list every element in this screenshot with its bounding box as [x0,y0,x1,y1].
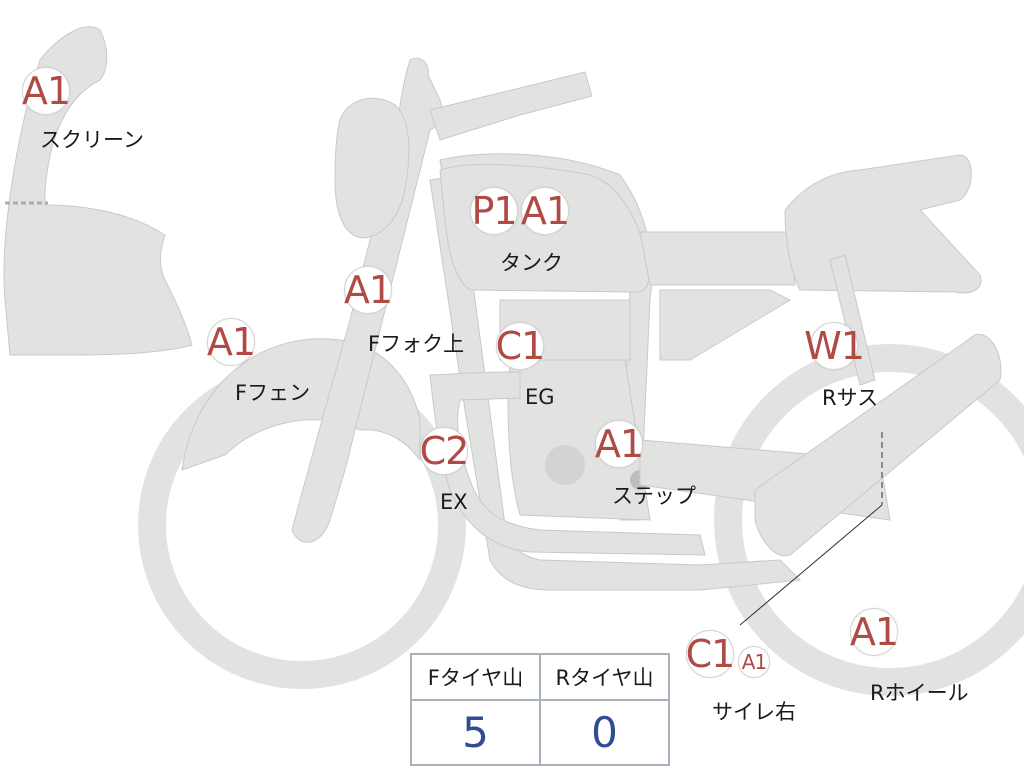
label-rwheel: Rホイール [870,681,969,705]
tail-cowl [784,154,982,294]
tire-tread-value-row: 5 0 [410,699,670,766]
rear-tire-tread-header: Rタイヤ山 [539,653,670,701]
label-rsus: Rサス [822,386,879,410]
tire-tread-header-row: Fタイヤ山 Rタイヤ山 [410,653,670,701]
code-badge-ffork-upper: A1 [343,266,393,314]
code-badge-engine: C1 [495,322,545,370]
label-exhaust: EX [440,490,468,514]
label-tank: タンク [500,251,563,275]
code-badge-rsus: W1 [804,322,865,370]
code-badge-step: A1 [594,420,644,468]
label-ffork-upper: Fフォク上 [368,332,465,356]
handlebar [429,71,593,141]
silencer [754,333,1002,557]
label-engine: EG [525,385,555,409]
label-silencer-right: サイレ右 [712,700,796,724]
rear-wheel [714,344,1024,696]
front-tire-tread-value: 5 [410,699,541,766]
code-badge-tank-paint: P1 [470,187,518,235]
label-screen: スクリーン [40,128,144,152]
code-badge-silencer-right: C1 [685,630,735,678]
code-badge-screen: A1 [21,67,71,115]
seat [639,231,796,286]
code-badge-silencer-right-small: A1 [738,646,770,678]
headlight [334,97,410,239]
code-badge-tank-scratch: A1 [520,187,570,235]
tire-tread-table: Fタイヤ山 Rタイヤ山 5 0 [410,653,670,766]
code-badge-exhaust: C2 [419,427,469,475]
rear-tire-tread-value: 0 [539,699,670,766]
label-ffender: Fフェン [235,381,311,405]
code-badge-ffender: A1 [206,318,256,366]
side-cover [659,289,792,361]
code-badge-rwheel: A1 [849,608,899,656]
exhaust-pipe [429,371,706,556]
front-tire-tread-header: Fタイヤ山 [410,653,541,701]
label-step: ステップ [612,484,696,508]
